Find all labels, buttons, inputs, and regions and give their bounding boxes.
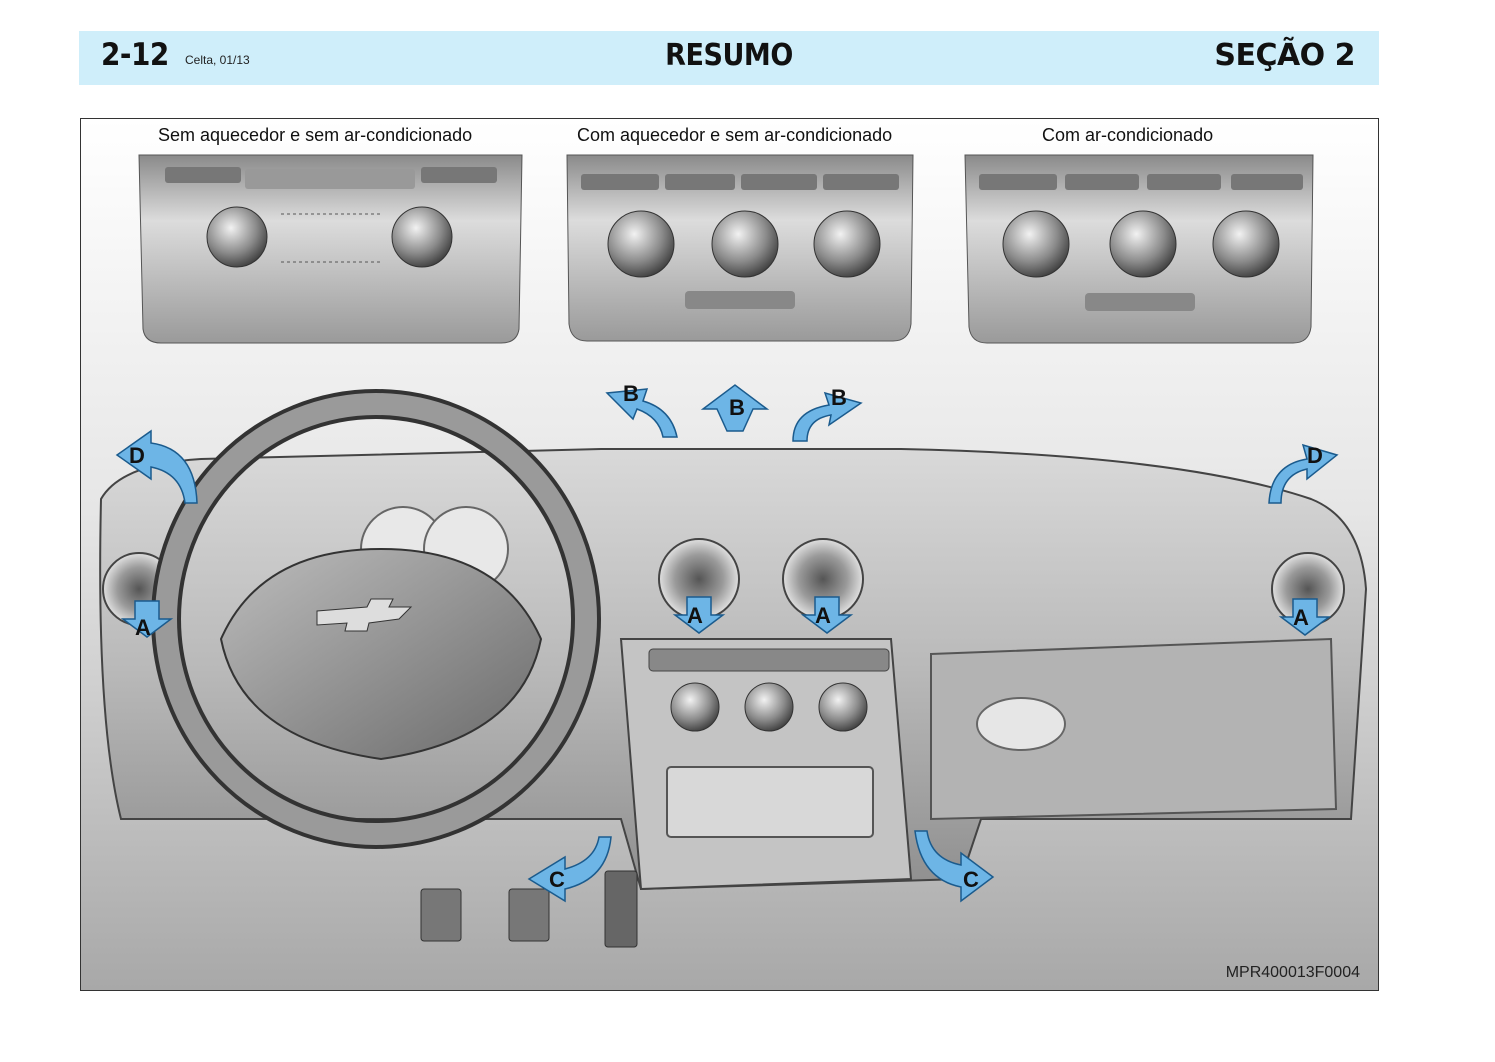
- airflow-arrows: [115, 384, 1339, 903]
- vent-label-c2: C: [963, 867, 979, 892]
- panel-with-ac: [964, 154, 1314, 344]
- vent-label-a1: A: [687, 603, 703, 628]
- caption-with-ac: Com ar-condicionado: [1042, 125, 1214, 145]
- page-number: 2-12: [101, 37, 169, 73]
- panel-heater-no-ac: [566, 154, 914, 342]
- vent-label-a4: A: [135, 615, 151, 640]
- dashboard-illustration: A A A A B B B C C D D: [81, 119, 1378, 990]
- vent-label-b1: B: [623, 381, 639, 406]
- page-header: 2-12 Celta, 01/13 RESUMO SEÇÃO 2: [79, 31, 1379, 85]
- section-label: SEÇÃO 2: [1214, 38, 1355, 73]
- panel-no-heater-no-ac: [138, 154, 523, 344]
- edition-label: Celta, 01/13: [185, 53, 250, 67]
- vent-label-b3: B: [831, 385, 847, 410]
- pedals: [420, 870, 638, 948]
- vent-label-c1: C: [549, 867, 565, 892]
- vent-label-a3: A: [1293, 605, 1309, 630]
- caption-heater-no-ac: Com aquecedor e sem ar-condicionado: [577, 125, 893, 145]
- vent-label-b2: B: [729, 395, 745, 420]
- dashboard-figure: A A A A B B B C C D D Sem aquecedor e se…: [80, 118, 1379, 991]
- vent-label-d1: D: [129, 443, 145, 468]
- vent-label-a2: A: [815, 603, 831, 628]
- figure-code: MPR400013F0004: [1225, 964, 1360, 981]
- vent-label-d2: D: [1307, 443, 1323, 468]
- caption-no-heater-no-ac: Sem aquecedor e sem ar-condicionado: [158, 125, 473, 145]
- page-title: RESUMO: [665, 38, 793, 73]
